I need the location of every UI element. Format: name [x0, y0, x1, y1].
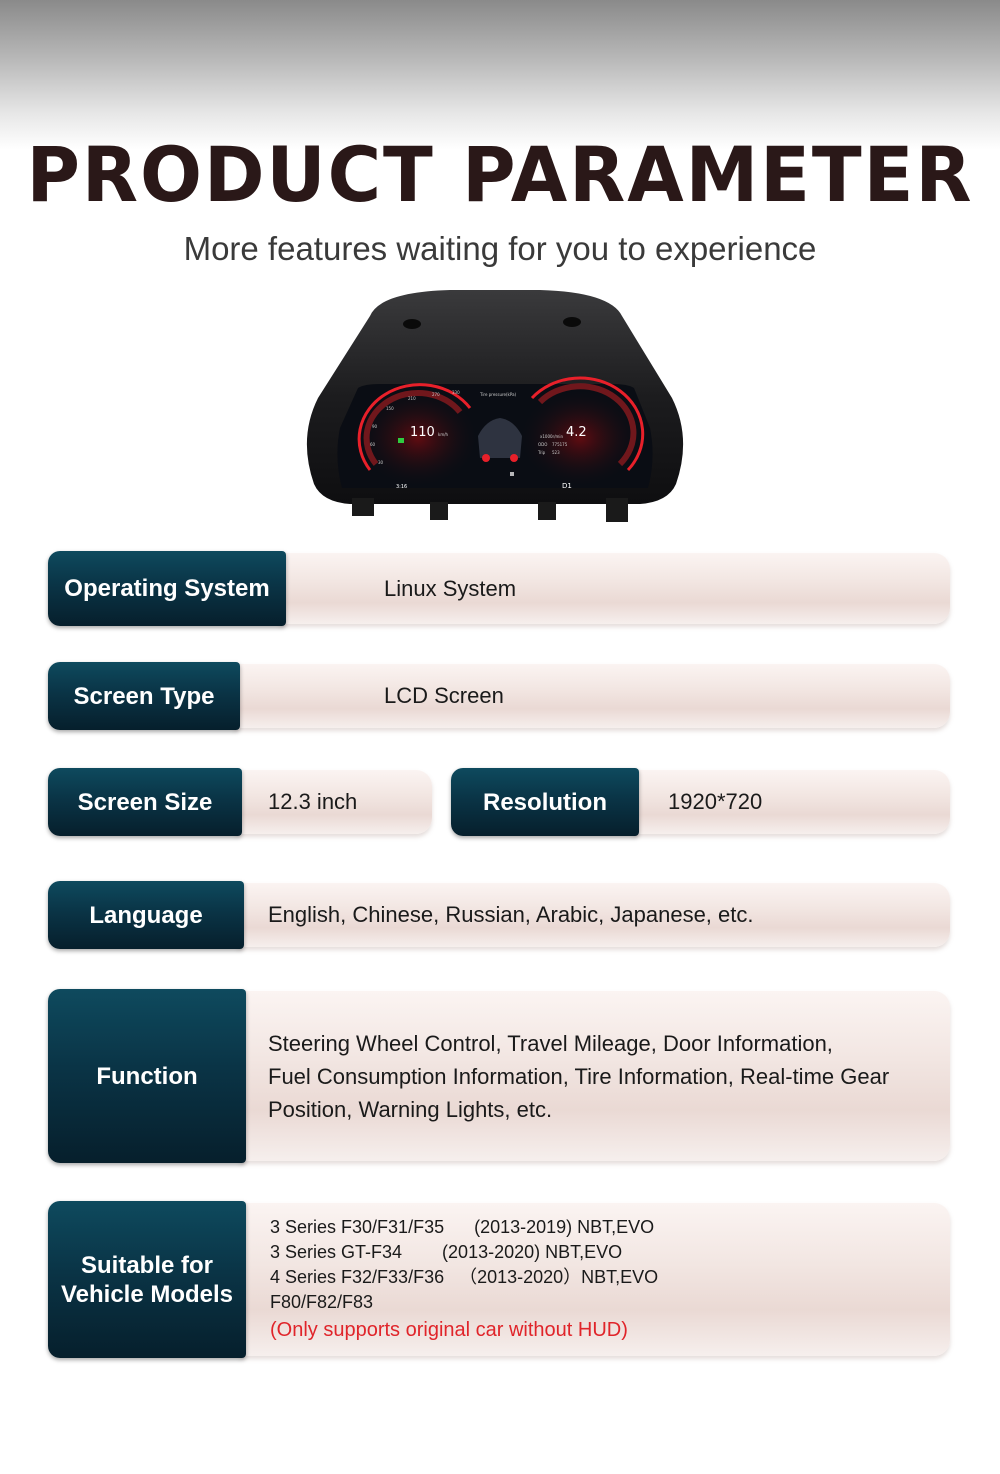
vehicle-model-line: 3 Series GT-F34 (2013-2020) NBT,EVO — [270, 1241, 623, 1262]
indicator-icon — [510, 472, 514, 476]
tire-indicator-icon — [510, 454, 518, 462]
right-gauge-band — [537, 383, 637, 467]
param-label-vehicles: Suitable for Vehicle Models — [48, 1201, 246, 1358]
scale-label: 60 — [370, 442, 376, 447]
param-label-screen-size: Screen Size — [48, 768, 242, 836]
function-line: Fuel Consumption Information, Tire Infor… — [268, 1063, 890, 1089]
vehicle-model-line: 3 Series F30/F31/F35 (2013-2019) NBT,EVO — [270, 1216, 655, 1237]
header-gradient-band — [0, 0, 1000, 150]
param-label-screen-type: Screen Type — [48, 662, 240, 730]
car-silhouette-icon — [478, 418, 522, 458]
param-row-resolution: Resolution 1920*720 — [451, 768, 950, 836]
rpm-readout: 4.2 — [566, 425, 587, 440]
right-gauge-glow — [518, 388, 642, 488]
gear-readout: D1 — [562, 482, 572, 490]
speed-readout: 110 — [410, 425, 435, 440]
left-gauge-glow — [356, 388, 480, 488]
param-label-function: Function — [48, 989, 246, 1163]
mount-hole-left — [403, 319, 421, 329]
left-gauge-arc — [357, 383, 472, 471]
param-row-vehicles: Suitable for Vehicle Models 3 Series F30… — [48, 1201, 950, 1358]
page-subtitle: More features waiting for you to experie… — [183, 230, 817, 267]
param-row-language: Language English, Chinese, Russian, Arab… — [48, 881, 950, 949]
connector-tab — [606, 498, 628, 522]
left-gauge-band — [363, 390, 463, 466]
connector-tab — [352, 498, 374, 516]
param-value-screen-type: LCD Screen — [234, 664, 950, 728]
param-value-screen-size: 12.3 inch — [236, 770, 432, 834]
scale-label: 30 — [378, 460, 384, 465]
warning-light-icon — [398, 438, 404, 443]
vehicles-label-line: Suitable for — [80, 1251, 213, 1279]
connector-tab — [430, 502, 448, 520]
scale-label: 150 — [386, 406, 394, 411]
scale-label: 90 — [372, 424, 378, 429]
param-row-function: Function Steering Wheel Control, Travel … — [48, 989, 950, 1163]
cluster-illustration: 110 km/h 4.2 x1000r/min Tire pressure(kP… — [306, 290, 684, 522]
tire-indicator-icon — [482, 454, 490, 462]
vehicles-label-line: Vehicle Models — [60, 1280, 234, 1308]
trip-label: Trip — [537, 450, 546, 455]
speed-unit: km/h — [438, 432, 449, 437]
param-value-os: Linux System — [280, 553, 950, 624]
param-value-vehicles: 3 Series F30/F31/F35 (2013-2019) NBT,EVO… — [240, 1203, 950, 1356]
rpm-unit: x1000r/min — [540, 434, 564, 439]
odo-value: 775175 — [552, 442, 568, 447]
page-title: PRODUCT PARAMETER — [26, 130, 974, 219]
param-row-os: Operating System Linux System — [48, 551, 950, 626]
param-row-screen-type: Screen Type LCD Screen — [48, 662, 950, 730]
scale-label: 210 — [408, 396, 416, 401]
param-value-function: Steering Wheel Control, Travel Mileage, … — [240, 991, 950, 1161]
param-label-resolution: Resolution — [451, 768, 639, 836]
odo-label: ODO — [538, 442, 547, 447]
function-line: Position, Warning Lights, etc. — [268, 1096, 553, 1122]
clock-readout: 3:16 — [396, 484, 407, 490]
param-value-language: English, Chinese, Russian, Arabic, Japan… — [238, 883, 950, 947]
right-gauge-arc — [530, 376, 645, 472]
param-label-os: Operating System — [48, 551, 286, 626]
param-row-screen-size: Screen Size 12.3 inch — [48, 768, 432, 836]
trip-value: 523 — [552, 450, 560, 455]
param-value-resolution: 1920*720 — [633, 770, 950, 834]
function-line: Steering Wheel Control, Travel Mileage, … — [268, 1030, 833, 1056]
tire-pressure-label: Tire pressure(kPa) — [479, 392, 517, 397]
scale-label: 270 — [432, 392, 440, 397]
hud-note: (Only supports original car without HUD) — [270, 1318, 628, 1341]
scale-label: 330 — [452, 390, 460, 395]
vehicle-model-line: 4 Series F32/F33/F36 （2013-2020）NBT,EVO — [270, 1266, 659, 1287]
param-label-language: Language — [48, 881, 244, 949]
vehicle-model-line: F80/F82/F83 — [270, 1291, 374, 1312]
connector-tab — [538, 502, 556, 520]
mount-hole-right — [563, 317, 581, 327]
instrument-cluster-image: 110 km/h 4.2 x1000r/min Tire pressure(kP… — [300, 288, 690, 524]
